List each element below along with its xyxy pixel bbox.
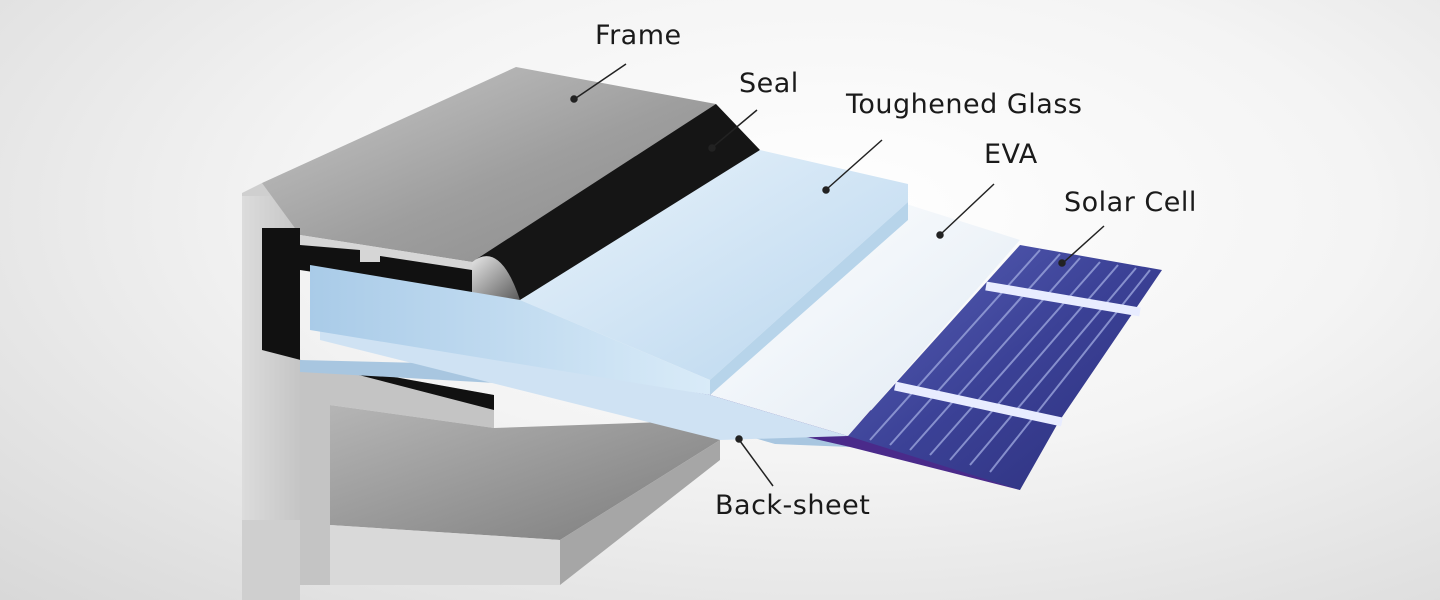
label-seal: Seal [739, 68, 799, 99]
eva-layer [710, 202, 1020, 436]
toughened-glass-top [520, 150, 908, 380]
frame-bottom-flange [330, 525, 560, 585]
toughened-glass-edge [310, 265, 710, 395]
seal-curve [472, 256, 520, 300]
frame-lower-cavity [330, 405, 720, 540]
leader-lines [570, 63, 1105, 487]
solar-cell-fingers [869, 249, 1151, 473]
toughened-glass-side [710, 202, 908, 395]
seal-top-lip [472, 104, 760, 300]
eva-edge [320, 325, 848, 440]
label-back-sheet: Back-sheet [715, 490, 871, 521]
solar-cell-busbars [894, 281, 1141, 427]
label-solar-cell: Solar Cell [1064, 187, 1197, 218]
frame-bottom-flange-side [560, 440, 720, 585]
label-frame: Frame [595, 20, 682, 51]
label-eva: EVA [984, 139, 1038, 170]
label-toughened-glass: Toughened Glass [846, 89, 1083, 120]
